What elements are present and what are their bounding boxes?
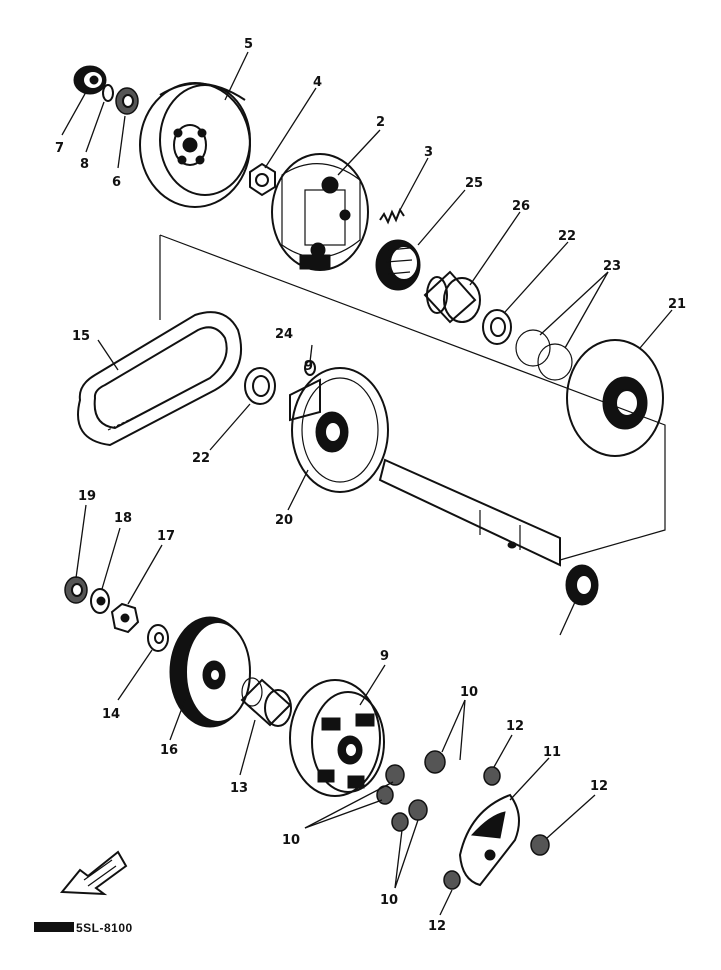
callout-21: 21: [668, 297, 686, 312]
callout-15: 15: [72, 329, 90, 344]
part-22-washer-upper[interactable]: [482, 309, 512, 345]
callout-5: 5: [244, 37, 253, 52]
part-12-slider-bottom[interactable]: [443, 870, 461, 890]
callout-11: 11: [543, 745, 561, 760]
part-13-collar[interactable]: [240, 677, 292, 727]
callout-10-bottom: 10: [380, 893, 398, 908]
part-3-spring[interactable]: [379, 207, 405, 225]
part-7-nut[interactable]: [73, 65, 107, 95]
part-12-slider-top[interactable]: [483, 766, 501, 786]
part-10-weight-roller-b[interactable]: [385, 764, 405, 786]
callout-22-lower: 22: [192, 451, 210, 466]
part-10-weight-roller-e[interactable]: [391, 812, 409, 832]
callout-8: 8: [80, 157, 89, 172]
part-11-cam-plate[interactable]: [458, 793, 520, 887]
callout-6: 6: [112, 175, 121, 190]
drawing-code-text: 5SL-8100: [76, 921, 133, 935]
callout-23: 23: [603, 259, 621, 274]
part-25-bearing[interactable]: [375, 239, 421, 291]
callout-10-left: 10: [282, 833, 300, 848]
part-21-sheave[interactable]: [566, 339, 664, 457]
part-2-clutch-carrier[interactable]: [271, 153, 369, 271]
callout-7: 7: [55, 141, 64, 156]
part-20-secondary-sheave[interactable]: [289, 367, 389, 493]
part-5-clutch-housing[interactable]: [139, 82, 251, 208]
callout-4: 4: [313, 75, 322, 90]
part-23-o-rings[interactable]: [515, 329, 573, 381]
shaft-gear[interactable]: [559, 564, 599, 636]
callout-19: 19: [78, 489, 96, 504]
part-19-nut[interactable]: [64, 576, 88, 604]
assembly-bracket-line: [159, 234, 666, 561]
part-22-washer-lower[interactable]: [244, 367, 276, 405]
callout-25: 25: [465, 176, 483, 191]
part-18-washer[interactable]: [90, 588, 110, 614]
leader-lines: [61, 51, 673, 916]
drawing-code: 5SL-8100: [34, 921, 133, 935]
callout-2: 2: [376, 115, 385, 130]
part-10-weight-roller-a[interactable]: [424, 750, 446, 774]
callout-24: 24: [275, 327, 293, 342]
callout-20: 20: [275, 513, 293, 528]
callout-13: 13: [230, 781, 248, 796]
part-9-movable-sheave[interactable]: [289, 679, 385, 797]
callout-22-top: 22: [558, 229, 576, 244]
callout-10-top: 10: [460, 685, 478, 700]
part-17-lock-washer[interactable]: [110, 602, 140, 634]
callout-3: 3: [424, 145, 433, 160]
part-14-washer[interactable]: [147, 624, 169, 652]
part-26-collar[interactable]: [423, 270, 481, 324]
callout-12-right: 12: [590, 779, 608, 794]
callout-12-bottom: 12: [428, 919, 446, 934]
callout-26: 26: [512, 199, 530, 214]
front-direction-arrow-icon: [59, 850, 128, 896]
part-16-sliding-sheave[interactable]: [169, 616, 251, 728]
part-8-washer[interactable]: [102, 84, 114, 102]
part-6-nut[interactable]: [115, 87, 139, 115]
part-15-v-belt[interactable]: [77, 311, 243, 447]
callout-17: 17: [157, 529, 175, 544]
callout-9: 9: [380, 649, 389, 664]
part-1-shaft[interactable]: [378, 458, 561, 567]
callout-18: 18: [114, 511, 132, 526]
part-4-nut[interactable]: [249, 162, 276, 197]
part-12-slider-right[interactable]: [530, 834, 550, 856]
callout-16: 16: [160, 743, 178, 758]
callout-pin-9: 9: [304, 359, 313, 374]
callout-14: 14: [102, 707, 120, 722]
callout-12-top: 12: [506, 719, 524, 734]
callout-numbers: 5 4 2 3 25 26 22 23 21 7 8 6 15 24 9 22 …: [55, 37, 686, 934]
part-10-weight-roller-d[interactable]: [408, 799, 428, 821]
